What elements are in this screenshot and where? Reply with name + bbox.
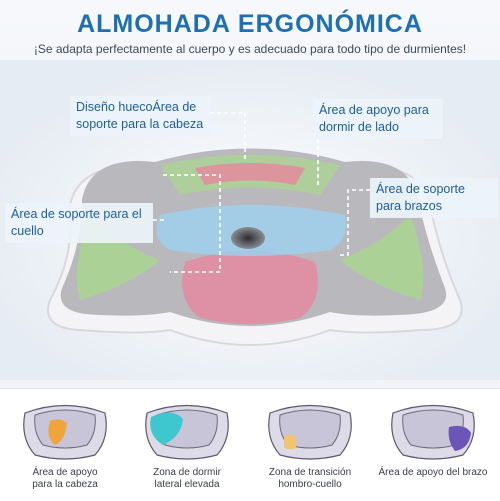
page-title: ALMOHADA ERGONÓMICA <box>77 10 423 38</box>
pink-zone-bottom <box>182 251 318 324</box>
feature-label-line2: para la cabeza <box>32 479 98 490</box>
highlight-area <box>150 412 183 445</box>
callout-neck-support: Área de soporte para el cuello <box>5 203 153 243</box>
callout-head-support: Diseño huecoÁrea de soporte para la cabe… <box>70 96 210 136</box>
mini-pillow-icon <box>145 404 229 460</box>
green-zone-right <box>340 215 424 300</box>
mini-pillow-icon <box>23 404 107 460</box>
feature-label-line1: Zona de transición <box>268 467 352 478</box>
feature-item-arm: Área de apoyo del brazo <box>373 389 493 501</box>
center-hollow <box>231 227 265 249</box>
feature-label-line1: Zona de dormir <box>153 467 221 478</box>
mini-pillow-icon <box>391 404 475 460</box>
mini-pillow-icon <box>268 404 352 460</box>
feature-label-line2: hombro-cuello <box>278 479 342 490</box>
page-subtitle: ¡Se adapta perfectamente al cuerpo y es … <box>33 42 467 56</box>
highlight-area <box>48 419 67 445</box>
callout-lines <box>153 112 370 273</box>
feature-label-line1: Área de apoyo <box>32 467 98 478</box>
callout-side-sleep: Área de apoyo para dormir de lado <box>313 99 443 139</box>
highlight-area <box>448 425 471 451</box>
highlight-area <box>284 435 296 449</box>
callout-arm-support: Área de soporte para brazos <box>370 178 498 218</box>
pink-zone-top <box>195 163 305 185</box>
feature-label-line2: lateral elevada <box>154 479 220 490</box>
feature-label-line1: Área de apoyo del brazo <box>378 467 488 478</box>
